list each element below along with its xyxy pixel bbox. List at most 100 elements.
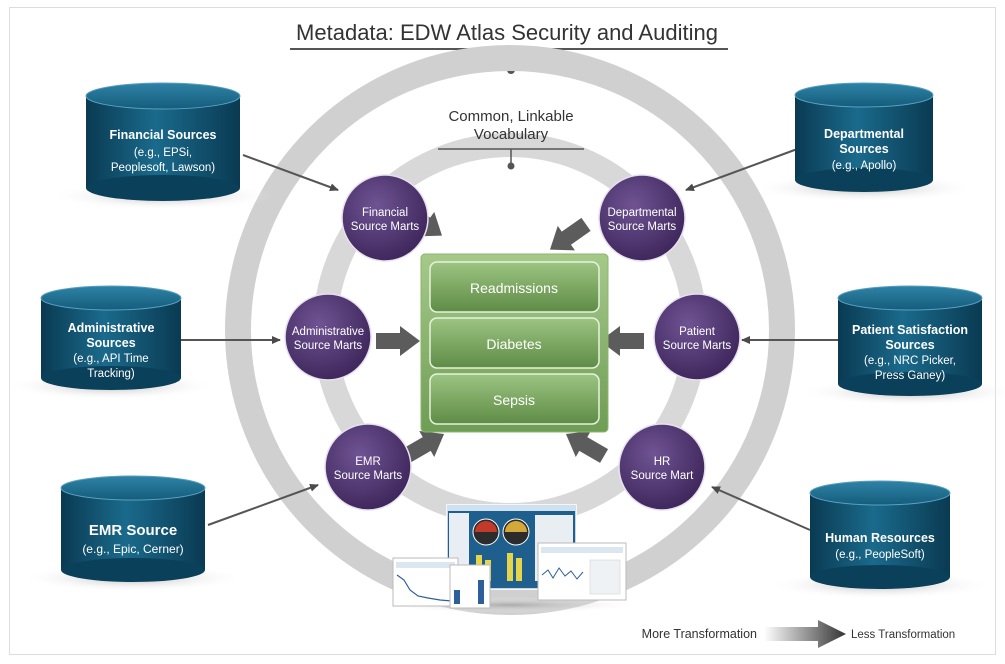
source-financial-body bbox=[86, 96, 240, 188]
transformation-legend: More Transformation Less Transformation bbox=[642, 620, 955, 648]
mart-administrative[interactable]: Administrative Source Marts bbox=[284, 293, 372, 381]
dashboard-bar-3 bbox=[507, 553, 513, 581]
vocabulary-connector-dot bbox=[507, 162, 515, 170]
source-human-resources-bottom bbox=[810, 565, 950, 589]
diabetes-label: Diabetes bbox=[486, 336, 541, 352]
readmissions-box[interactable] bbox=[429, 261, 600, 313]
source-financial-detail-2: Peoplesoft, Lawson) bbox=[111, 162, 215, 174]
arrow-financial bbox=[242, 154, 339, 191]
mart-emr[interactable]: EMR Source Marts bbox=[324, 423, 412, 511]
source-departmental-bottom bbox=[795, 168, 933, 192]
report-middle-bar-2 bbox=[478, 580, 484, 604]
source-financial-bottom bbox=[86, 175, 240, 201]
thick-arrow-emr bbox=[401, 431, 445, 463]
source-financial-detail-1: (e.g., EPSi, bbox=[134, 147, 192, 159]
source-emr-detail-1: (e.g., Epic, Cerner) bbox=[82, 542, 183, 556]
dashboard-bar-4 bbox=[516, 558, 522, 581]
source-departmental-title-1: Departmental bbox=[824, 127, 904, 141]
source-emr-top bbox=[60, 475, 206, 501]
source-administrative-title-2: Sources bbox=[86, 336, 135, 350]
mart-financial-line1: Financial bbox=[362, 207, 408, 219]
thick-arrow-administrative bbox=[376, 326, 420, 356]
source-patient-satisfaction-body bbox=[838, 298, 982, 384]
vocabulary-label-line2: Vocabulary bbox=[474, 126, 549, 143]
source-patient-satisfaction-detail-1: (e.g., NRC Picker, bbox=[864, 355, 956, 367]
sepsis-box[interactable] bbox=[429, 373, 600, 425]
mart-patient-circle bbox=[653, 293, 741, 381]
legend-more-transformation: More Transformation bbox=[642, 627, 757, 641]
source-departmental-top bbox=[794, 82, 934, 108]
mart-hr-line2: Source Mart bbox=[631, 470, 694, 482]
source-connectors bbox=[178, 147, 838, 531]
source-financial[interactable]: Financial Sources (e.g., EPSi, Peoplesof… bbox=[51, 82, 275, 210]
mart-emr-line2: Source Marts bbox=[334, 470, 403, 482]
source-patient-satisfaction-detail-2: Press Ganey) bbox=[875, 370, 945, 382]
mart-departmental-line1: Departmental bbox=[607, 207, 676, 219]
dashboard-screenshots bbox=[380, 504, 640, 613]
mart-departmental-circle bbox=[598, 174, 686, 262]
source-emr-body bbox=[61, 488, 205, 570]
mart-departmental[interactable]: Departmental Source Marts bbox=[598, 174, 686, 262]
legend-less-transformation: Less Transformation bbox=[851, 629, 955, 641]
mart-hr-circle bbox=[618, 423, 706, 511]
arrow-hr bbox=[711, 486, 811, 531]
subject-area-marts: Readmissions Diabetes Sepsis bbox=[420, 253, 609, 433]
source-patient-satisfaction-bottom bbox=[838, 372, 982, 396]
thick-arrow-departmental bbox=[549, 217, 591, 251]
dashboard-gauge-1-fill bbox=[475, 521, 497, 532]
transformation-arrows bbox=[376, 203, 644, 463]
diagram-title: Metadata: EDW Atlas Security and Auditin… bbox=[296, 20, 718, 45]
mart-patient-line2: Source Marts bbox=[663, 340, 732, 352]
mart-departmental-line2: Source Marts bbox=[608, 221, 677, 233]
arrow-departmental bbox=[685, 147, 801, 191]
source-departmental-body bbox=[795, 95, 933, 180]
source-administrative-body bbox=[41, 298, 181, 378]
source-financial-top bbox=[85, 82, 241, 110]
mart-administrative-line2: Source Marts bbox=[294, 340, 363, 352]
source-human-resources-body bbox=[810, 493, 950, 577]
mart-administrative-circle bbox=[284, 293, 372, 381]
source-financial-title-1: Financial Sources bbox=[110, 128, 217, 142]
report-middle-bar-1 bbox=[454, 590, 460, 604]
thick-arrow-patient bbox=[600, 326, 644, 356]
mart-financial-circle bbox=[341, 174, 429, 262]
source-departmental[interactable]: Departmental Sources (e.g., Apollo) bbox=[752, 82, 976, 202]
report-left-header bbox=[396, 562, 455, 568]
report-left-line bbox=[396, 574, 453, 602]
arrow-emr bbox=[207, 483, 319, 526]
source-administrative[interactable]: Administrative Sources (e.g., API Time T… bbox=[6, 285, 216, 400]
mart-financial[interactable]: Financial Source Marts bbox=[341, 174, 429, 262]
mart-hr[interactable]: HR Source Mart bbox=[618, 423, 706, 511]
sepsis-label: Sepsis bbox=[493, 392, 535, 408]
diabetes-box[interactable] bbox=[429, 317, 600, 369]
mart-patient[interactable]: Patient Source Marts bbox=[653, 293, 741, 381]
source-patient-satisfaction[interactable]: Patient Satisfaction Sources (e.g., NRC … bbox=[800, 285, 1005, 406]
source-administrative-top bbox=[40, 285, 182, 311]
source-administrative-detail-1: (e.g., API Time bbox=[73, 353, 148, 365]
mart-emr-line1: EMR bbox=[355, 456, 381, 468]
mart-financial-line2: Source Marts bbox=[351, 221, 420, 233]
report-right-header bbox=[541, 547, 623, 553]
source-human-resources-detail-1: (e.g., PeopleSoft) bbox=[835, 549, 925, 561]
source-emr-title-1: EMR Source bbox=[89, 522, 177, 539]
source-departmental-detail-1: (e.g., Apollo) bbox=[832, 160, 897, 172]
source-administrative-title-1: Administrative bbox=[68, 321, 155, 335]
vocabulary-label-line1: Common, Linkable bbox=[448, 108, 573, 125]
source-emr[interactable]: EMR Source (e.g., Epic, Cerner) bbox=[21, 475, 245, 592]
source-emr-bottom bbox=[61, 558, 205, 582]
dashboard-main-header bbox=[447, 505, 576, 511]
readmissions-label: Readmissions bbox=[470, 280, 558, 296]
mart-emr-circle bbox=[324, 423, 412, 511]
mart-hr-line1: HR bbox=[654, 456, 671, 468]
mart-patient-line1: Patient bbox=[679, 326, 716, 338]
source-administrative-detail-2: Tracking) bbox=[87, 368, 135, 380]
source-human-resources[interactable]: Human Resources (e.g., PeopleSoft) bbox=[768, 480, 992, 599]
source-human-resources-title-1: Human Resources bbox=[825, 531, 935, 545]
source-departmental-title-2: Sources bbox=[839, 142, 888, 156]
mart-administrative-line1: Administrative bbox=[292, 326, 364, 338]
source-patient-satisfaction-title-2: Sources bbox=[885, 338, 934, 352]
report-right-table bbox=[589, 559, 621, 595]
diagram-frame bbox=[9, 7, 996, 655]
